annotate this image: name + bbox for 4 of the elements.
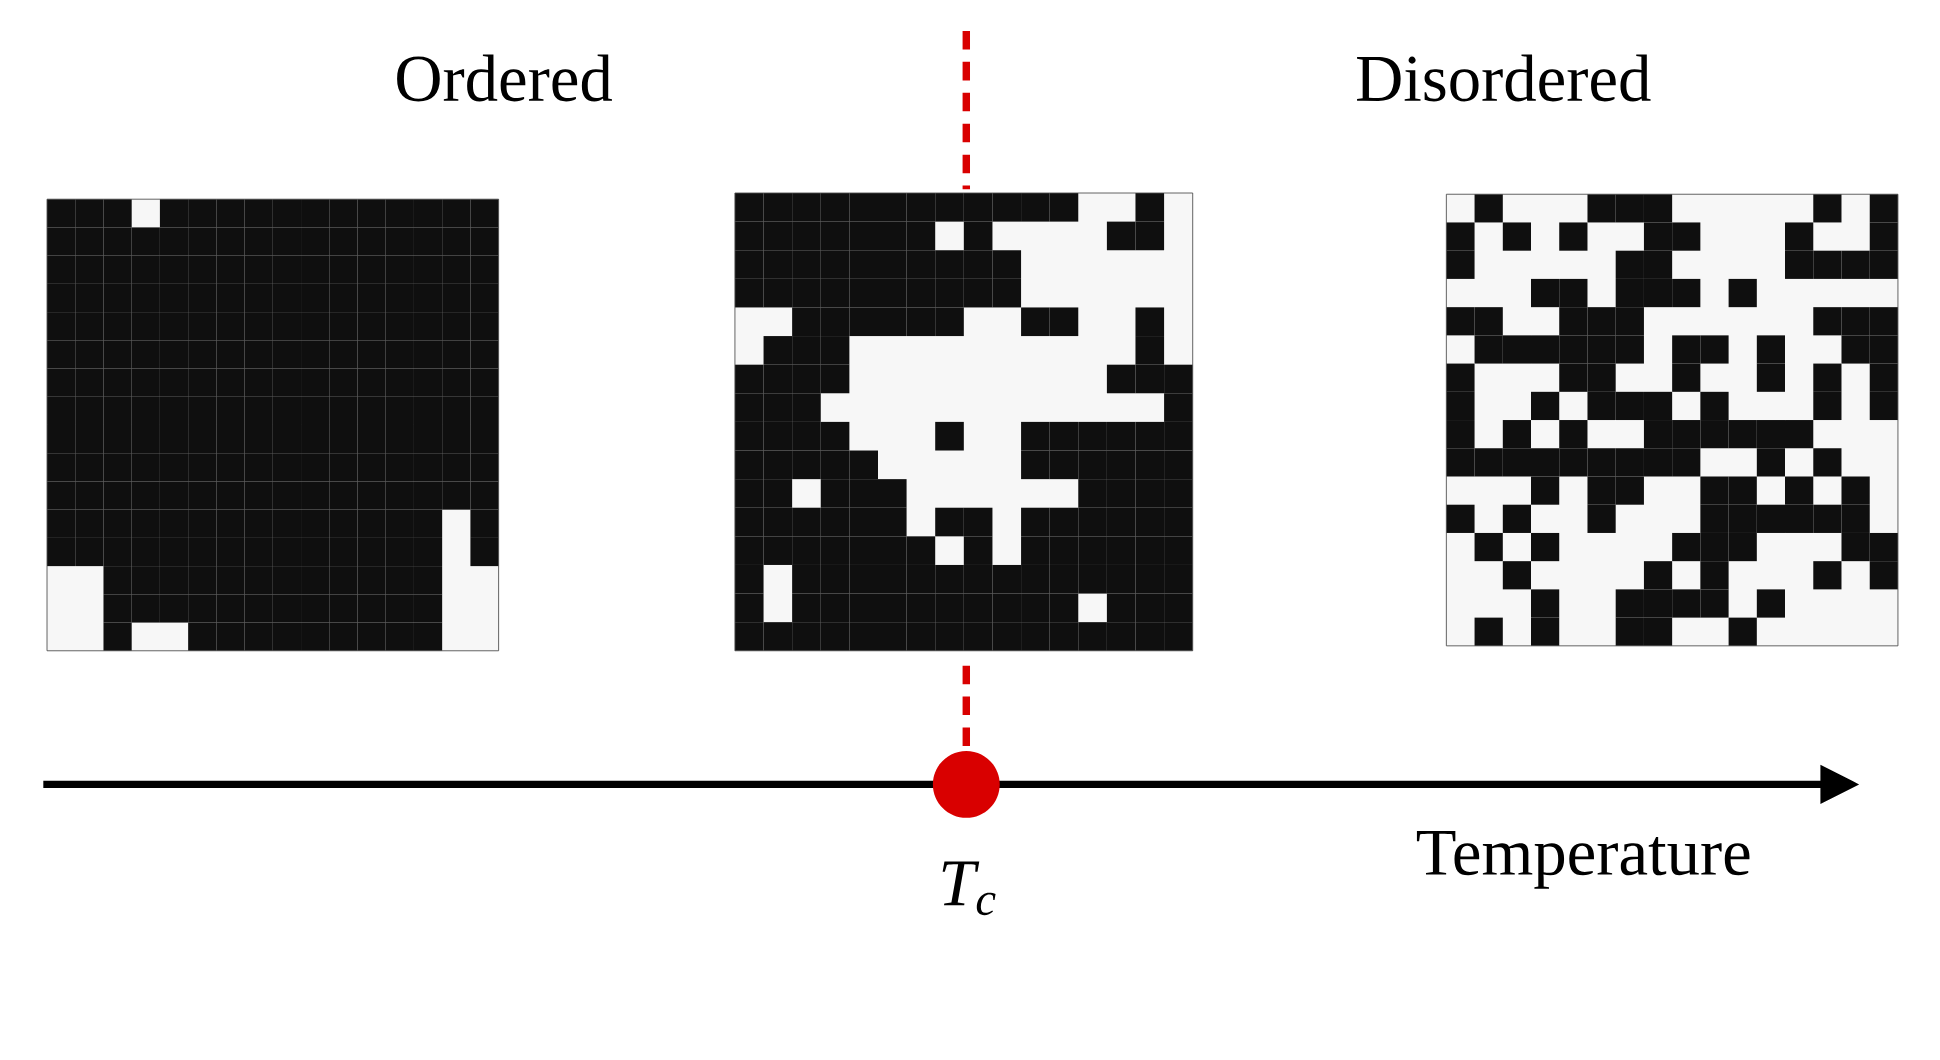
phase-label: Ordered <box>397 54 612 102</box>
critical-temperature-label: T$_{c}$ <box>942 861 996 915</box>
axis-label: Temperature <box>1416 830 1750 889</box>
phase-label: Disordered <box>1357 54 1651 102</box>
